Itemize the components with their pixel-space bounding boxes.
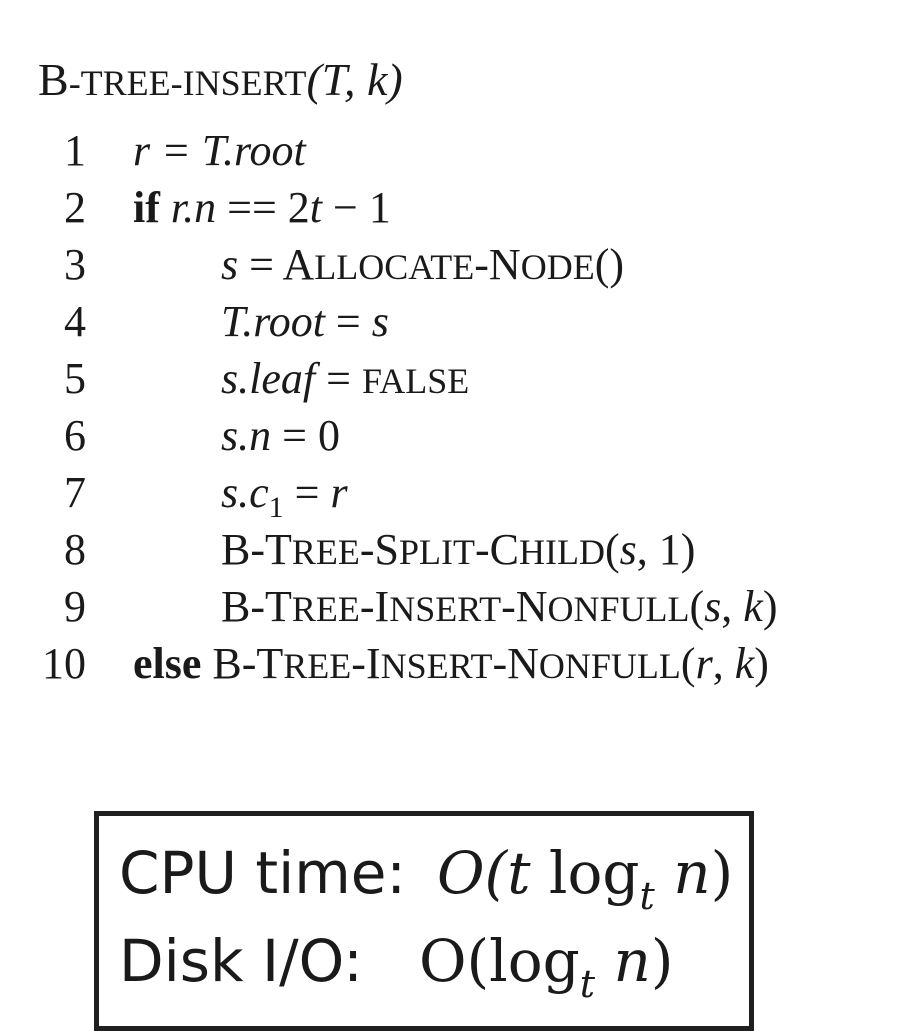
- statement-token: ONFULL: [547, 589, 690, 629]
- statement-token: else: [133, 639, 202, 688]
- line-statement: s.c1 = r: [221, 464, 348, 536]
- line-number: 5: [64, 354, 86, 403]
- statement-token: r = T.root: [133, 126, 306, 175]
- statement-token: NSERT: [380, 646, 493, 686]
- line-statement: B-TREE-SPLIT-CHILD(s, 1): [221, 521, 695, 581]
- code-line: 1 r = T.root: [0, 122, 903, 179]
- statement-token: ODE: [520, 247, 595, 287]
- statement-token: s.leaf: [221, 354, 316, 403]
- statement-token: -N: [501, 582, 548, 631]
- statement-token: s.c: [221, 468, 269, 517]
- line-number: 7: [64, 468, 86, 517]
- line-statement: T.root = s: [221, 293, 389, 350]
- code-line: 6 s.n = 0: [0, 407, 903, 464]
- code-line: 7 s.c1 = r: [0, 464, 903, 524]
- cpu-time-row: CPU time: O(t logt n): [119, 836, 733, 933]
- statement-token: , 1): [636, 525, 696, 574]
- statement-token: ,: [712, 639, 735, 688]
- procedure-name-rest: -TREE-INSERT: [68, 63, 307, 103]
- statement-token: (: [689, 582, 705, 631]
- statement-token: (): [594, 240, 625, 289]
- line-number: 10: [42, 639, 86, 688]
- statement-token: s: [371, 297, 389, 346]
- statement-token: REE: [291, 589, 360, 629]
- statement-token: -N: [492, 639, 539, 688]
- line-number: 8: [64, 525, 86, 574]
- statement-token: PLIT: [399, 532, 476, 572]
- statement-token: k: [734, 639, 755, 688]
- statement-token: -C: [475, 525, 520, 574]
- procedure-title: B-TREE-INSERT(T, k): [38, 52, 403, 111]
- line-number: 4: [64, 297, 86, 346]
- statement-token: -I: [359, 582, 390, 631]
- statement-token: r: [330, 468, 348, 517]
- code-line: 8 B-TREE-SPLIT-CHILD(s, 1): [0, 521, 903, 578]
- statement-token: = 0: [271, 411, 340, 460]
- statement-token: -N: [474, 240, 521, 289]
- code-line: 4 T.root = s: [0, 293, 903, 350]
- statement-token: k: [743, 582, 763, 631]
- statement-token: == 2: [216, 183, 310, 232]
- disk-io-label: Disk I/O:: [119, 927, 363, 995]
- line-number: 6: [64, 411, 86, 460]
- code-line: 3 s = ALLOCATE-NODE(): [0, 236, 903, 293]
- statement-token: = A: [238, 240, 315, 289]
- line-statement: s.leaf = FALSE: [221, 350, 469, 410]
- line-number: 9: [64, 582, 86, 631]
- code-line: 10 else B-TREE-INSERT-NONFULL(r, k): [0, 635, 903, 692]
- pseudocode-listing: 1 r = T.root 2 if r.n == 2t − 1 3 s = ALLOCAT…: [0, 122, 903, 692]
- statement-token: B-T: [221, 525, 292, 574]
- statement-token: REE: [291, 532, 360, 572]
- statement-token: (: [680, 639, 696, 688]
- line-statement: else B-TREE-INSERT-NONFULL(r, k): [133, 635, 769, 695]
- statement-token: REE: [283, 646, 352, 686]
- complexity-box: CPU time: O(t logt n) Disk I/O: O(logt n): [94, 811, 754, 1031]
- statement-token: 1: [268, 491, 284, 524]
- statement-token: =: [324, 297, 372, 346]
- code-line: 9 B-TREE-INSERT-NONFULL(s, k): [0, 578, 903, 635]
- cpu-time-label: CPU time:: [119, 839, 406, 907]
- statement-token: t: [309, 183, 323, 232]
- procedure-params: (T, k): [306, 54, 403, 105]
- disk-io-expression: O(logt n): [419, 927, 674, 1006]
- statement-token: LLOCATE: [314, 247, 475, 287]
- statement-token: -I: [351, 639, 381, 688]
- statement-token: =: [315, 354, 362, 403]
- line-statement: if r.n == 2t − 1: [133, 179, 391, 236]
- statement-token: B-T: [201, 639, 284, 688]
- statement-token: s: [221, 240, 239, 289]
- statement-token: − 1: [322, 183, 391, 232]
- statement-token: s: [704, 582, 722, 631]
- statement-token: FALSE: [361, 361, 470, 401]
- statement-token: =: [283, 468, 331, 517]
- statement-token: [160, 183, 171, 232]
- line-statement: s = ALLOCATE-NODE(): [221, 236, 624, 296]
- statement-token: ): [762, 582, 778, 631]
- code-line: 5 s.leaf = FALSE: [0, 350, 903, 407]
- statement-token: T.root: [221, 297, 325, 346]
- line-number: 3: [64, 240, 86, 289]
- line-statement: r = T.root: [133, 122, 306, 179]
- statement-token: -S: [359, 525, 400, 574]
- line-number: 1: [64, 126, 86, 175]
- line-number: 2: [64, 183, 86, 232]
- statement-token: ): [754, 639, 769, 688]
- statement-token: s: [619, 525, 637, 574]
- procedure-name-first: B: [38, 54, 69, 105]
- statement-token: (: [605, 525, 620, 574]
- cpu-time-expression: O(t logt n): [437, 839, 734, 918]
- statement-token: r: [695, 639, 713, 688]
- statement-token: B-T: [221, 582, 292, 631]
- statement-token: ,: [721, 582, 744, 631]
- statement-token: r.n: [170, 183, 217, 232]
- statement-token: HILD: [519, 532, 605, 572]
- statement-token: ONFULL: [538, 646, 681, 686]
- code-line: 2 if r.n == 2t − 1: [0, 179, 903, 236]
- statement-token: if: [133, 183, 160, 232]
- line-statement: B-TREE-INSERT-NONFULL(s, k): [221, 578, 777, 638]
- line-statement: s.n = 0: [221, 407, 340, 464]
- statement-token: s.n: [221, 411, 272, 460]
- statement-token: NSERT: [389, 589, 502, 629]
- disk-io-row: Disk I/O: O(logt n): [119, 924, 674, 1021]
